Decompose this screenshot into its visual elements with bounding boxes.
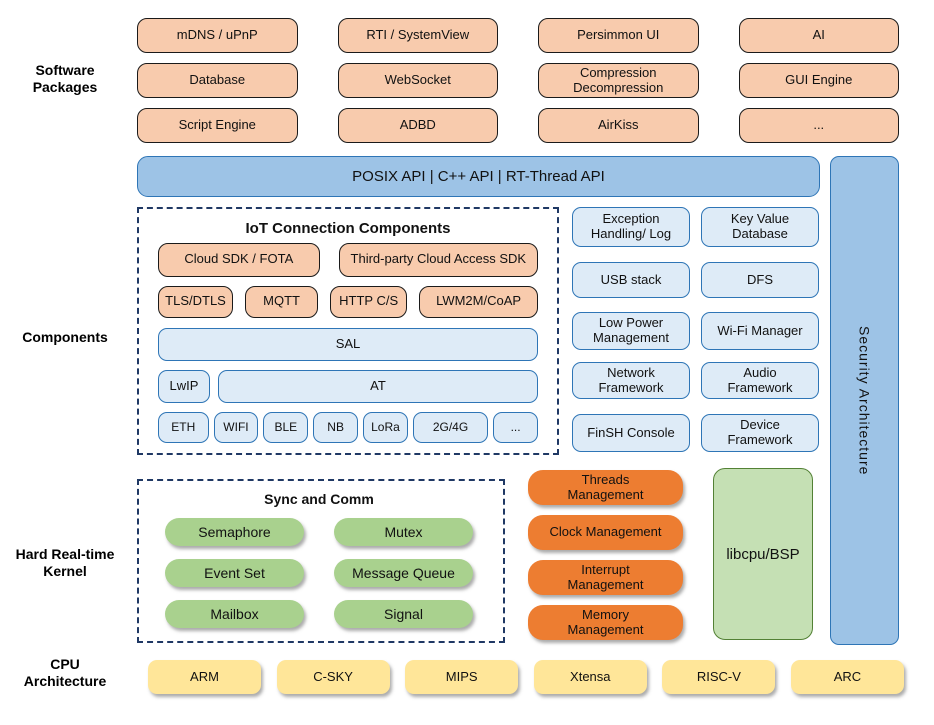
package-box-ai: AI: [738, 18, 899, 53]
iot-box-lwip: LwIP: [158, 369, 210, 404]
iot-link-2g4g: 2G/4G: [412, 412, 489, 443]
package-box-database: Database: [137, 63, 298, 98]
software-packages-section: mDNS / uPnP RTI / SystemView Persimmon U…: [137, 18, 899, 143]
component-box-network-framework: Network Framework: [572, 362, 690, 399]
iot-link-ble: BLE: [263, 412, 309, 443]
libcpu-bsp-box: libcpu/BSP: [713, 468, 813, 640]
iot-stack-row: LwIP AT: [158, 369, 538, 404]
component-box-low-power-mgmt: Low Power Management: [572, 312, 690, 350]
package-box-persimmon-ui: Persimmon UI: [538, 18, 699, 53]
cpu-box-arm: ARM: [148, 660, 261, 694]
api-layer-label: POSIX API | C++ API | RT-Thread API: [352, 168, 605, 185]
component-box-usb-stack: USB stack: [572, 262, 690, 298]
iot-link-more: ...: [493, 412, 538, 443]
libcpu-bsp-label: libcpu/BSP: [726, 545, 800, 563]
kernel-box-message-queue: Message Queue: [334, 559, 473, 587]
label-cpu-architecture: CPU Architecture: [23, 656, 107, 689]
iot-link-eth: ETH: [158, 412, 209, 443]
kernel-box-threads-management: Threads Management: [528, 470, 683, 505]
package-box-script-engine: Script Engine: [137, 108, 298, 143]
iot-box-tls-dtls: TLS/DTLS: [158, 285, 234, 319]
kernel-box-clock-management: Clock Management: [528, 515, 683, 550]
cpu-box-mips: MIPS: [405, 660, 519, 694]
iot-box-at: AT: [218, 369, 538, 404]
iot-box-thirdparty-sdk: Third-party Cloud Access SDK: [338, 243, 538, 277]
iot-box-mqtt: MQTT: [245, 285, 319, 319]
kernel-management-column: Threads Management Clock Management Inte…: [528, 470, 683, 640]
component-box-key-value-database: Key Value Database: [701, 207, 819, 247]
kernel-box-memory-management: Memory Management: [528, 605, 683, 640]
package-box-rti-systemview: RTI / SystemView: [337, 18, 498, 53]
iot-link-wifi: WIFI: [213, 412, 259, 443]
component-box-device-framework: Device Framework: [701, 414, 819, 452]
component-box-finsh-console: FinSH Console: [572, 414, 690, 452]
iot-box-sal: SAL: [158, 328, 538, 361]
iot-box-lwm2m-coap: LWM2M/CoAP: [419, 285, 538, 319]
api-layer-bar: POSIX API | C++ API | RT-Thread API: [137, 156, 820, 197]
component-box-exception-handling: Exception Handling/ Log: [572, 207, 690, 247]
label-components: Components: [22, 329, 108, 345]
kernel-box-interrupt-management: Interrupt Management: [528, 560, 683, 595]
cpu-box-xtensa: Xtensa: [533, 660, 647, 694]
iot-sdk-row: Cloud SDK / FOTA Third-party Cloud Acces…: [158, 243, 538, 277]
package-box-websocket: WebSocket: [337, 63, 498, 98]
security-architecture-bar: Security Architecture: [830, 156, 899, 645]
sync-grid: Semaphore Mutex Event Set Message Queue …: [165, 518, 473, 628]
component-box-audio-framework: Audio Framework: [701, 362, 819, 399]
label-hard-realtime-kernel: Hard Real-time Kernel: [15, 546, 115, 579]
cpu-box-c-sky: C-SKY: [276, 660, 390, 694]
sync-group-title: Sync and Comm: [264, 491, 374, 507]
iot-protocol-row: TLS/DTLS MQTT HTTP C/S LWM2M/CoAP: [158, 285, 538, 319]
iot-link-row: ETH WIFI BLE NB LoRa 2G/4G ...: [158, 412, 538, 443]
cpu-box-arc: ARC: [790, 660, 904, 694]
component-box-wifi-manager: Wi-Fi Manager: [701, 312, 819, 350]
component-box-dfs: DFS: [701, 262, 819, 298]
kernel-box-signal: Signal: [334, 600, 473, 628]
kernel-box-semaphore: Semaphore: [165, 518, 304, 546]
iot-box-cloud-sdk-fota: Cloud SDK / FOTA: [158, 243, 320, 277]
cpu-box-risc-v: RISC-V: [662, 660, 776, 694]
package-box-gui-engine: GUI Engine: [738, 63, 899, 98]
kernel-box-event-set: Event Set: [165, 559, 304, 587]
kernel-box-mailbox: Mailbox: [165, 600, 304, 628]
iot-link-lora: LoRa: [363, 412, 408, 443]
label-software-packages: Software Packages: [32, 62, 98, 95]
iot-group-title: IoT Connection Components: [245, 220, 451, 237]
iot-connection-components-group: IoT Connection Components Cloud SDK / FO…: [137, 207, 559, 455]
package-box-more: ...: [738, 108, 899, 143]
cpu-architecture-row: ARM C-SKY MIPS Xtensa RISC-V ARC: [148, 660, 904, 694]
iot-link-nb: NB: [313, 412, 359, 443]
package-box-adbd: ADBD: [337, 108, 498, 143]
package-box-airkiss: AirKiss: [538, 108, 699, 143]
sync-and-comm-group: Sync and Comm Semaphore Mutex Event Set …: [137, 479, 505, 643]
package-box-mdns-upnp: mDNS / uPnP: [137, 18, 298, 53]
iot-box-http-cs: HTTP C/S: [330, 285, 408, 319]
security-architecture-label: Security Architecture: [856, 325, 873, 476]
package-box-compression: Compression Decompression: [538, 63, 699, 98]
kernel-box-mutex: Mutex: [334, 518, 473, 546]
